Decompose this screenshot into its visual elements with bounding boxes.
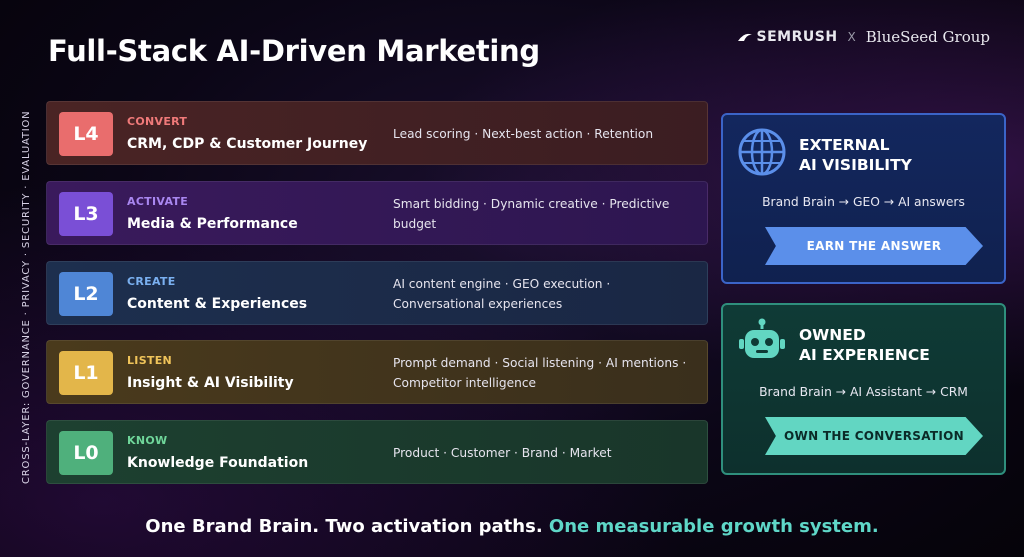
layer-badge: L0 xyxy=(59,431,113,475)
layer-name: Media & Performance xyxy=(127,216,298,232)
cross-layer-label: CROSS-LAYER: GOVERNANCE · PRIVACY · SECU… xyxy=(21,110,32,484)
card-heading: OWNED AI EXPERIENCE xyxy=(799,325,930,365)
layer-l3: L3 ACTIVATE Media & Performance Smart bi… xyxy=(46,181,708,245)
layer-tag: CREATE xyxy=(127,275,176,288)
layer-badge: L2 xyxy=(59,272,113,316)
layer-tag: CONVERT xyxy=(127,115,188,128)
layer-description: Product · Customer · Brand · Market xyxy=(393,446,612,460)
blueseed-logo: BlueSeed Group xyxy=(865,28,990,46)
card-heading-line2: AI VISIBILITY xyxy=(799,156,912,174)
layer-tag: ACTIVATE xyxy=(127,195,189,208)
card-heading-line2: AI EXPERIENCE xyxy=(799,346,930,364)
globe-icon xyxy=(738,128,786,176)
layer-name: Knowledge Foundation xyxy=(127,455,309,471)
footer-main: One Brand Brain. Two activation paths. xyxy=(145,516,549,537)
layer-tag: LISTEN xyxy=(127,354,173,367)
footer-tagline: One Brand Brain. Two activation paths. O… xyxy=(0,516,1024,537)
card-flow: Brand Brain → AI Assistant → CRM xyxy=(759,385,968,399)
robot-icon xyxy=(739,318,785,358)
layer-name: Content & Experiences xyxy=(127,296,308,312)
layer-l1: L1 LISTEN Insight & AI Visibility Prompt… xyxy=(46,340,708,404)
card-heading-line1: OWNED xyxy=(799,326,866,344)
layer-l2: L2 CREATE Content & Experiences AI conte… xyxy=(46,261,708,325)
owned-ai-experience-card: OWNED AI EXPERIENCE Brand Brain → AI Ass… xyxy=(721,303,1006,475)
external-ai-visibility-card: EXTERNAL AI VISIBILITY Brand Brain → GEO… xyxy=(721,113,1006,284)
layer-name: Insight & AI Visibility xyxy=(127,375,294,391)
layer-tag: KNOW xyxy=(127,434,168,447)
layer-description: Smart bidding · Dynamic creative · Predi… xyxy=(393,197,670,231)
brand-separator: X xyxy=(847,30,856,44)
layer-badge: L3 xyxy=(59,192,113,236)
layer-description: Prompt demand · Social listening · AI me… xyxy=(393,356,687,390)
semrush-flame-icon xyxy=(737,33,752,41)
layer-description: Lead scoring · Next-best action · Retent… xyxy=(393,127,654,141)
semrush-label: SEMRUSH xyxy=(756,29,838,45)
page-title: Full-Stack AI-Driven Marketing xyxy=(48,34,540,68)
footer-accent: One measurable growth system. xyxy=(548,516,879,537)
layer-l4: L4 CONVERT CRM, CDP & Customer Journey L… xyxy=(46,101,708,165)
layer-description: AI content engine · GEO execution · Conv… xyxy=(393,277,611,311)
own-the-conversation-button[interactable]: OWN THE CONVERSATION xyxy=(765,417,983,455)
earn-the-answer-button[interactable]: EARN THE ANSWER xyxy=(765,227,983,265)
layer-badge: L1 xyxy=(59,351,113,395)
brand-logos: SEMRUSH X BlueSeed Group xyxy=(737,28,990,46)
layer-l0: L0 KNOW Knowledge Foundation Product · C… xyxy=(46,420,708,484)
card-heading-line1: EXTERNAL xyxy=(799,136,890,154)
card-heading: EXTERNAL AI VISIBILITY xyxy=(799,135,912,175)
layer-name: CRM, CDP & Customer Journey xyxy=(127,136,368,152)
layer-badge: L4 xyxy=(59,112,113,156)
semrush-logo: SEMRUSH xyxy=(737,29,838,45)
card-flow: Brand Brain → GEO → AI answers xyxy=(762,195,965,209)
